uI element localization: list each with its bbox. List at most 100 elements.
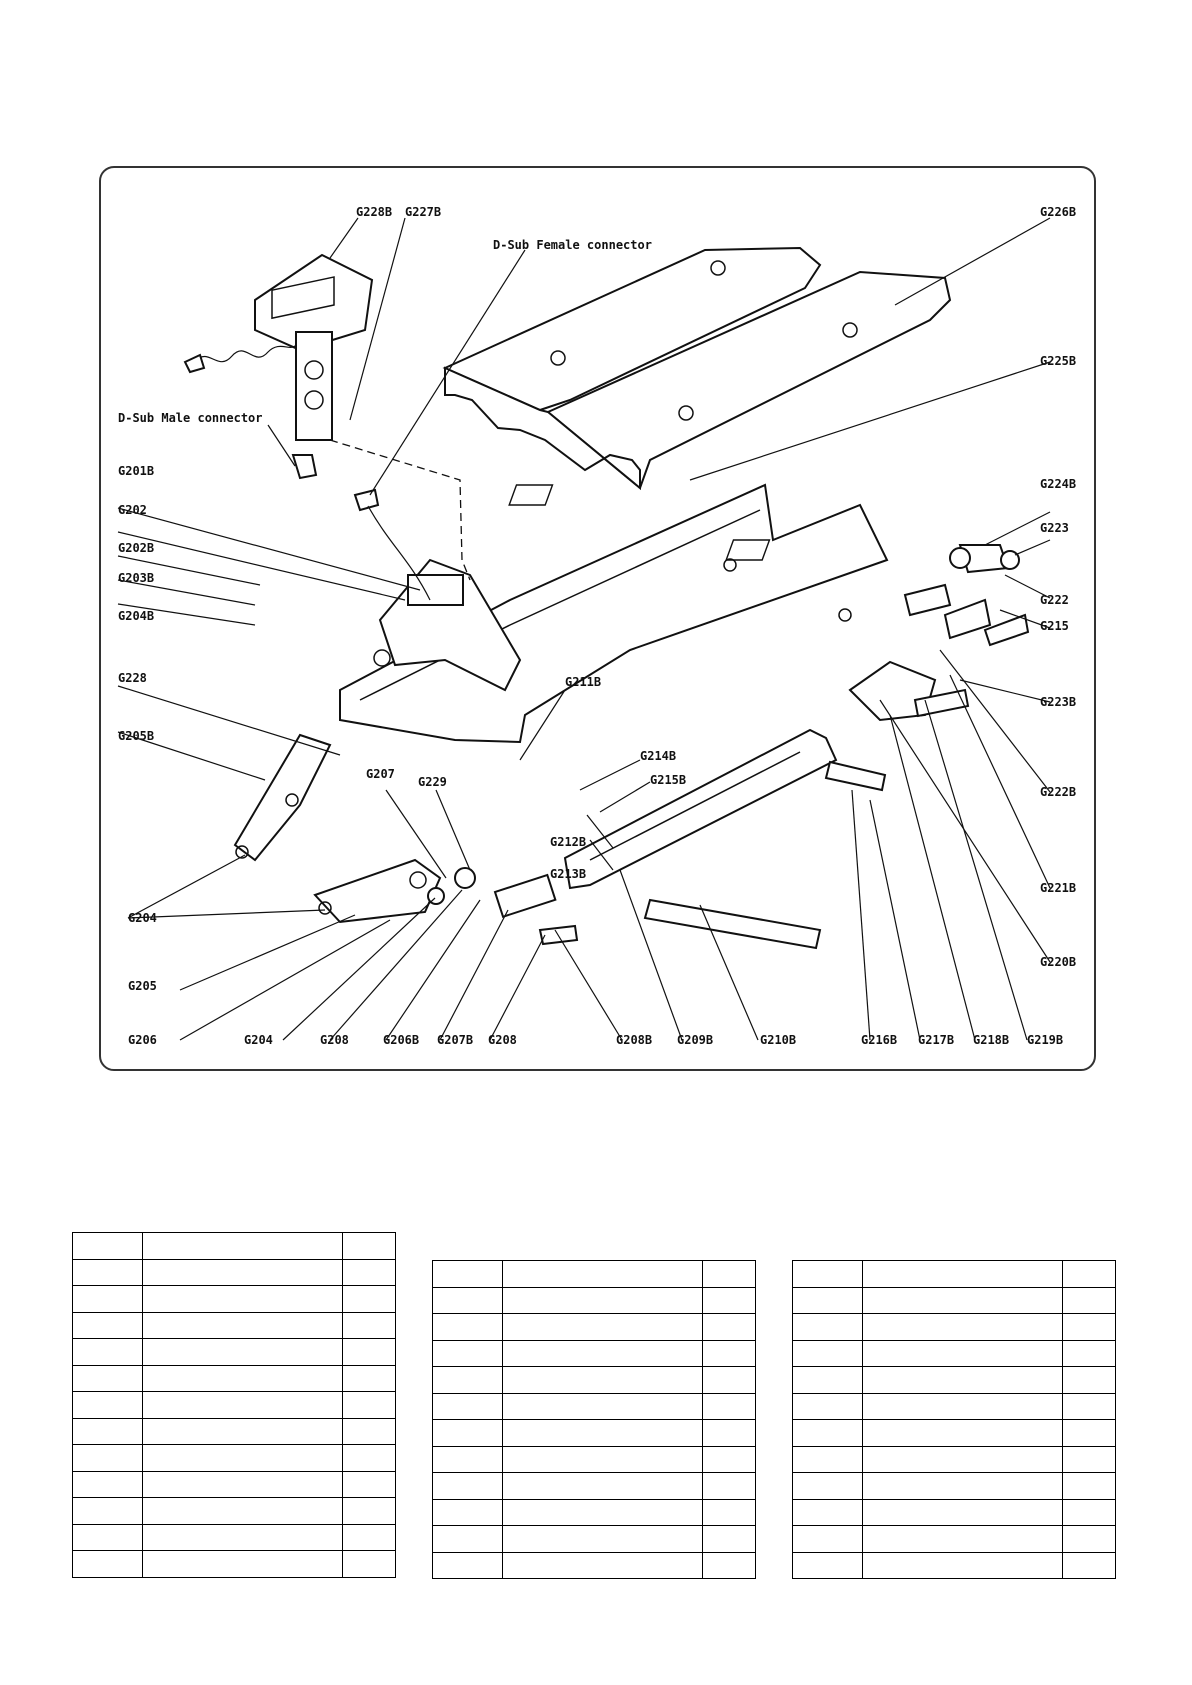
callout-g202: G202 [118,503,147,517]
table-cell [432,1313,503,1341]
table-cell [142,1470,343,1498]
table-row [792,1313,1116,1341]
table-cell [72,1444,143,1472]
parts-table-left [72,1232,396,1578]
table-row [432,1472,756,1500]
table-cell [502,1286,703,1314]
table-row [72,1497,396,1525]
callout-dsub-female: D-Sub Female connector [493,238,652,252]
table-row [432,1419,756,1447]
table-cell [862,1313,1063,1341]
table-cell [1062,1551,1116,1579]
table-row [72,1364,396,1392]
table-row [72,1285,396,1313]
callout-g219b: G219B [1027,1033,1063,1047]
table-cell [862,1472,1063,1500]
table-cell [502,1260,703,1288]
callout-g222b: G222B [1040,785,1076,799]
table-cell [1062,1313,1116,1341]
callout-g215: G215 [1040,619,1069,633]
table-cell [792,1498,863,1526]
callout-g215b: G215B [650,773,686,787]
table-cell [702,1525,756,1553]
table-cell [342,1497,396,1525]
callout-g213b: G213B [550,867,586,881]
table-cell [142,1497,343,1525]
table-cell [1062,1445,1116,1473]
table-cell [1062,1498,1116,1526]
rear-linkage [848,544,1030,722]
table-cell [1062,1260,1116,1288]
table-row [432,1498,756,1526]
callout-g205b: G205B [118,729,154,743]
table-row [432,1445,756,1473]
callout-g223b: G223B [1040,695,1076,709]
table-cell [72,1523,143,1551]
table-cell [792,1313,863,1341]
table-cell [792,1551,863,1579]
table-cell [432,1525,503,1553]
table-cell [702,1260,756,1288]
table-cell [342,1232,396,1260]
table-cell [862,1392,1063,1420]
callout-dsub-male: D-Sub Male connector [118,411,263,425]
table-cell [142,1285,343,1313]
table-cell [862,1551,1063,1579]
callout-g205: G205 [128,979,157,993]
table-row [792,1419,1116,1447]
leader-lines [117,217,1051,1041]
table-cell [702,1366,756,1394]
table-cell [702,1472,756,1500]
callout-g204b: G204B [118,609,154,623]
push-rod-assembly [493,728,887,950]
table-cell [142,1258,343,1286]
table-row [432,1392,756,1420]
table-cell [502,1498,703,1526]
table-cell [342,1523,396,1551]
callout-g207b: G207B [437,1033,473,1047]
callout-g224b: G224B [1040,477,1076,491]
table-cell [342,1391,396,1419]
callout-g218b: G218B [973,1033,1009,1047]
table-cell [502,1445,703,1473]
table-row [792,1498,1116,1526]
callout-g208-b: G208 [488,1033,517,1047]
table-cell [342,1285,396,1313]
table-cell [862,1286,1063,1314]
callout-g226b: G226B [1040,205,1076,219]
table-cell [432,1286,503,1314]
table-row [72,1391,396,1419]
table-cell [862,1445,1063,1473]
table-cell [72,1364,143,1392]
table-cell [502,1525,703,1553]
table-cell [142,1232,343,1260]
callout-g204-a: G204 [128,911,157,925]
table-row [792,1366,1116,1394]
callout-g203b: G203B [118,571,154,585]
table-cell [72,1391,143,1419]
callout-g207: G207 [366,767,395,781]
table-cell [142,1550,343,1578]
table-cell [1062,1366,1116,1394]
callout-g208-a: G208 [320,1033,349,1047]
table-cell [142,1417,343,1445]
callout-g202b: G202B [118,541,154,555]
callout-g225b: G225B [1040,354,1076,368]
scale-indicator [183,253,374,480]
callout-g216b: G216B [861,1033,897,1047]
lift-frame [373,558,522,692]
table-cell [342,1311,396,1339]
table-row [72,1258,396,1286]
table-row [432,1313,756,1341]
table-row [432,1551,756,1579]
table-row [72,1338,396,1366]
table-cell [862,1366,1063,1394]
table-cell [792,1366,863,1394]
table-cell [142,1311,343,1339]
table-cell [1062,1392,1116,1420]
table-row [72,1470,396,1498]
table-cell [342,1258,396,1286]
table-row [792,1286,1116,1314]
callout-g208b: G208B [616,1033,652,1047]
table-cell [142,1523,343,1551]
